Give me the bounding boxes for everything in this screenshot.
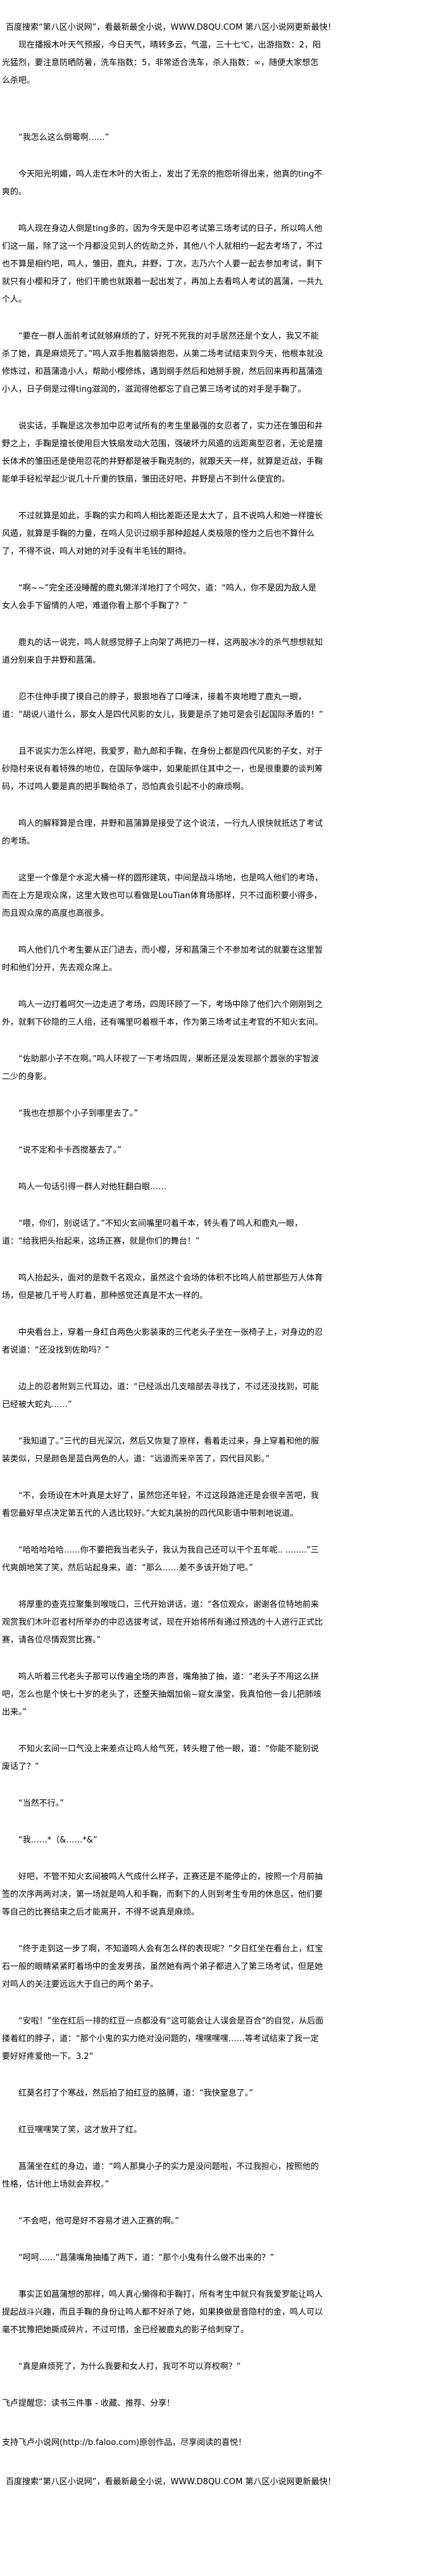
story-paragraph: 说实话，手鞠是这次参加中忍考试所有的考生里最强的女忍者了，实力还在雏田和井野之上… (2, 422, 323, 484)
chapter-page: 百度搜索“第八区小说网”，看最新最全小说，WWW.D8QU.COM 第八区小说网… (2, 23, 336, 2487)
site-banner-bottom: 百度搜索“第八区小说网”，看最新最全小说，WWW.D8QU.COM 第八区小说网… (6, 2477, 336, 2487)
story-paragraph: 菖蒲坐在红的身边，道：“鸣人那臭小子的实力是没问题啦，不过我担心，按照他的性格，… (2, 2162, 319, 2189)
story-paragraph: “说不定和卡卡西搅基去了。” (18, 1146, 122, 1155)
story-paragraph: 忍不住伸手摸了摸自己的脖子，狠狠地吞了口唾沫，接着不爽地瞪了鹿丸一眼，道：“胡说… (2, 692, 323, 720)
story-paragraph: “安啦！”坐在红后一排的红豆一点都没有“这可能会让人误会是百合”的自觉，从后面搂… (2, 2016, 323, 2061)
story-paragraph: 鹿丸的话一说完，鸣人就感觉脖子上向架了两把刀一样，这两股冰冷的杀气想想就知道分别… (2, 638, 323, 665)
story-paragraph: 边上的忍者附到三代耳边，道：“已经派出几支暗部去寻找了，不过还没找到，可能已经被… (2, 1382, 319, 1410)
story-paragraph: “不会吧，他可是好不容易才进入正赛的啊。” (18, 2216, 179, 2226)
story-paragraph: “哈哈哈哈哈……你不要把我当老头子，我认为我自己还可以干个五年呢.. .....… (2, 1546, 319, 1573)
story-paragraph: 鸣人一句话引得一群人对他狂翻白眼…… (18, 1182, 167, 1192)
story-paragraph: 鸣人一边打着呵欠一边走进了考场，四周环顾了一下，考场中除了他们六个刚刚到之外，就… (2, 1000, 323, 1027)
story-paragraph: “佐助那小子不在啊。”鸣人环视了一下考场四周，果断还是没发现那个嚣张的宇智波二少… (2, 1054, 319, 1082)
story-paragraph: “当然不行。” (18, 1799, 64, 1808)
story-paragraph: 且不说实力怎么样吧，我爱罗，勘九郎和手鞠，在身份上都是四代风影的子女，对于砂隐村… (2, 747, 323, 792)
story-paragraph: 鸣人的解释算是合理，井野和菖蒲算是接受了这个说法，一行九人很快就抵达了考试的考场… (2, 819, 323, 846)
story-paragraph: 鸣人抬起头，面对的是数千名观众，虽然这个会场的体积不比鸣人前世那些万人体育场，但… (2, 1273, 323, 1301)
story-paragraph: 今天阳光明媚，鸣人走在木叶的大街上，发出了无奈的抱怨听得出来，他真的ting不爽… (2, 170, 323, 197)
story-paragraph: “喂，你们，别说话了。”不知火玄间嘴里叼着千本，转头看了鸣人和鹿丸一眼，道：“给… (2, 1219, 303, 1246)
story-paragraph: 这里一个像是个水泥大桶一样的圆形建筑，中间是战斗场地，也是鸣人他们的考场，而在上… (2, 873, 323, 918)
story-paragraph: “终于走到这一步了啊，不知道鸣人会有怎么样的表现呢？”夕日红坐在看台上，红宝石一… (2, 1944, 323, 1989)
story-paragraph: “我也在想那个小子到哪里去了。” (18, 1109, 138, 1118)
site-banner-top: 百度搜索“第八区小说网”，看最新最全小说，WWW.D8QU.COM 第八区小说网… (6, 23, 336, 32)
story-paragraph: 将厚重的查克拉聚集到喉咙口，三代开始讲话，道：“各位观众，谢谢各位特地前来观赏我… (2, 1600, 323, 1645)
footer-reminder: 飞卢提醒您：读书三件事 - 收藏、推荐、分享！ (2, 2399, 175, 2408)
story-paragraph: 鸣人现在身边人倒是ting多的，因为今天是中忍考试第三场考试的日子，所以鸣人他们… (2, 224, 323, 304)
story-paragraph: “我……*（&……*&” (18, 1835, 97, 1845)
story-paragraph: 不过就算是如此，手鞠的实力和鸣人相比差距还是太大了，且不说鸣人和她一样擅长风遁，… (2, 511, 323, 556)
story-paragraph: “要在一群人面前考试就够麻烦的了，好死不死我的对手居然还是个女人，我又不能杀了她… (2, 332, 323, 394)
story-paragraph: “我知道了。”三代的目光深沉，然后又恢复了原样，看着走过来，身上穿着和他的服装类… (2, 1437, 319, 1464)
story-paragraph: “呵呵……”菖蒲嘴角抽搐了两下，道：“那个小鬼有什么做不出来的？” (18, 2253, 274, 2263)
chapter-body: “我怎么这么倒霉啊……” 今天阳光明媚，鸣人走在木叶的大街上，发出了无奈的抱怨听得… (2, 129, 323, 2376)
story-paragraph: “真是麻烦死了，为什么我要和女人打，我可不可以弃权啊？” (18, 2362, 241, 2372)
story-paragraph: 红莫名打了个寒战，然后拍了拍红豆的胳膊，道：“我快窒息了。” (18, 2089, 253, 2098)
story-paragraph: 鸣人他们几个考生要从正门进去，而小樱，牙和菖蒲三个不参加考试的就要在这里暂时和他… (2, 946, 323, 973)
story-paragraph: “不，会场设在木叶真是太好了，虽然您还年轻，不过这段路途还是会很辛苦吧，我看您最… (2, 1491, 319, 1518)
footer-support-link[interactable]: 支持飞卢小说网(http://b.faloo.com)原创作品，尽享阅读的喜悦！ (2, 2438, 247, 2448)
story-paragraph: 鸣人听着三代老头子那可以传遍全场的声音，嘴角抽了抽，道：“老头子不用这么拼吧，怎… (2, 1672, 321, 1717)
story-paragraph: 中央看台上，穿着一身红白两色火影装束的三代老头子坐在一张椅子上，对身边的忍者说道… (2, 1328, 323, 1355)
weather-intro: 现在播报木叶天气预报，今日天气，晴转多云，气温，三十七℃，出游指数：2，阳光猛烈… (2, 41, 321, 85)
story-paragraph: “啊~~”完全还没睡醒的鹿丸懒洋洋地打了个呵欠，道：“鸣人，你不是因为敌人是女人… (2, 584, 316, 611)
story-paragraph: 红豆嘿嘿笑了笑，这才放开了红。 (18, 2125, 142, 2135)
story-paragraph: 好吧，不管不知火玄间被鸣人气成什么样子，正赛还是不能停止的，按照一个月前抽签的次… (2, 1872, 323, 1917)
story-paragraph: “我怎么这么倒霉啊……” (18, 133, 109, 142)
story-paragraph: 不知火玄间一口气没上来差点让鸣人给气死，转头瞪了他一眼，道：“你能不能别说废话了… (2, 1744, 319, 1772)
story-paragraph: 事实正如菖蒲想的那样，鸣人真心懒得和手鞠打，所有考生中就只有我爱罗能让鸣人提起战… (2, 2290, 323, 2335)
